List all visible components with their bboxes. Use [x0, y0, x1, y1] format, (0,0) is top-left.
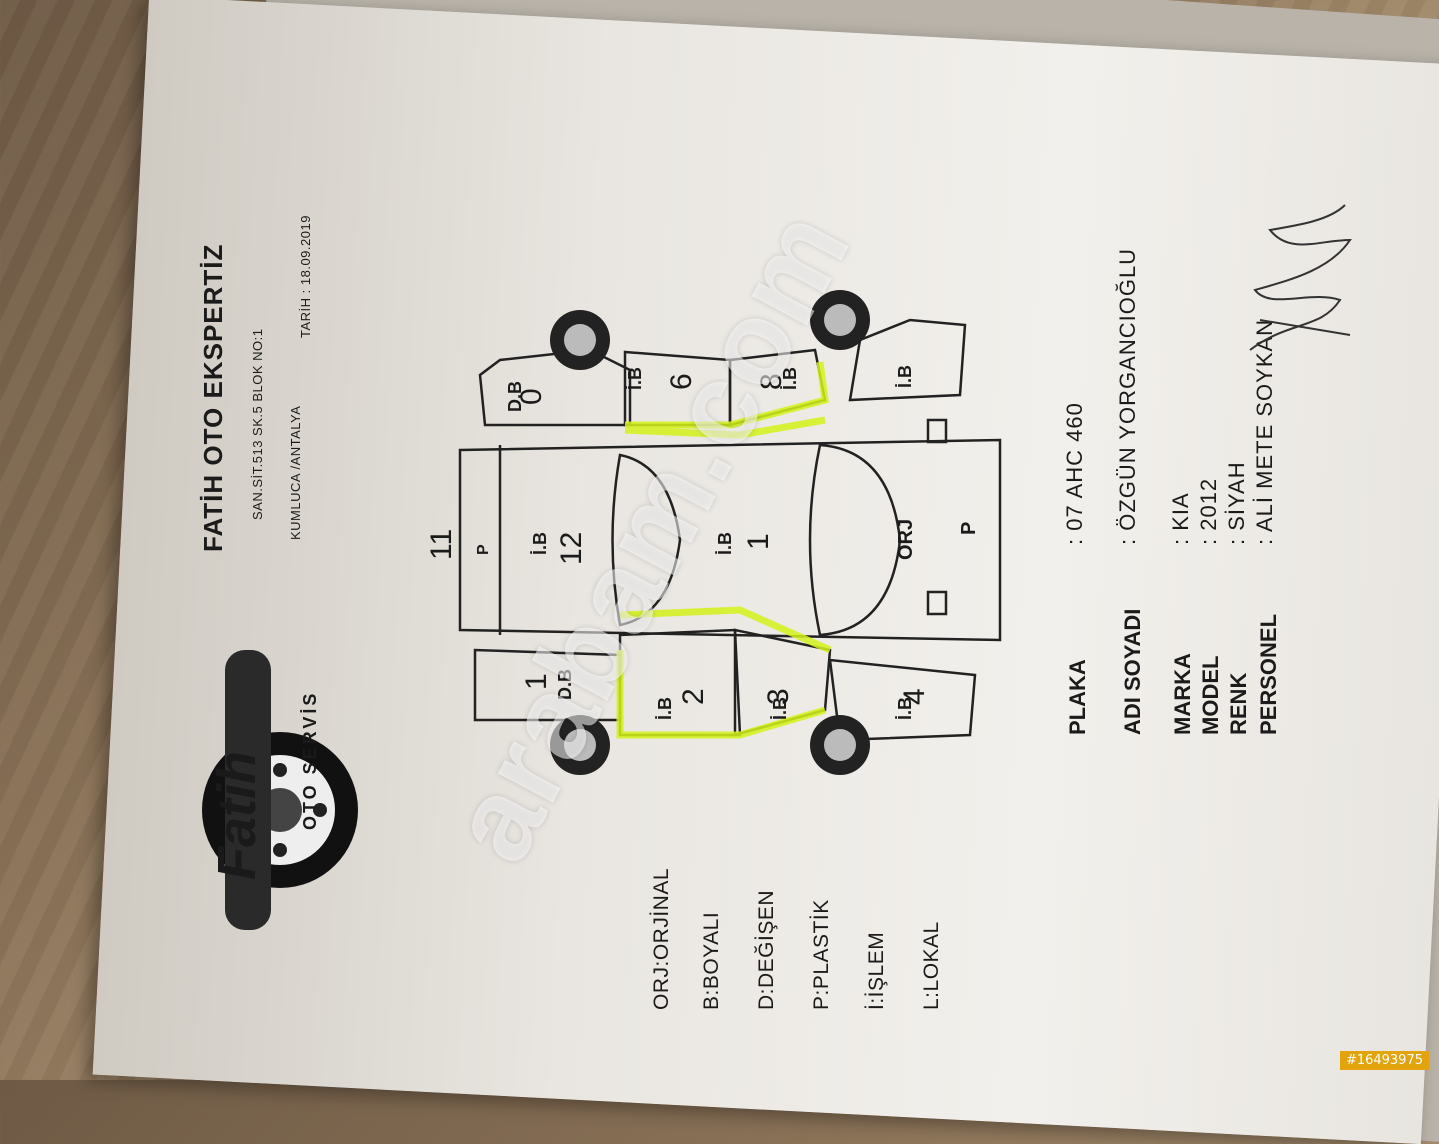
panel-front-fender-right [478, 348, 632, 427]
mark-panel-2-note: İ.B [655, 696, 675, 720]
legend-lokal: L:LOKAL [920, 921, 943, 1010]
mark-panel-0: 0 [515, 388, 548, 405]
report-date: TARİH : 18.09.2019 [298, 215, 313, 338]
rear-lamp-right [926, 418, 948, 444]
mark-trunk-orjinal: ORJ [895, 518, 917, 560]
panel-rear-fender-left [828, 658, 977, 742]
car-damage-diagram [458, 290, 1002, 775]
rear-lamp-left [926, 590, 948, 616]
windshield [611, 453, 682, 627]
panel-rear-fender-right [848, 318, 967, 402]
report-location: KUMLUCA /ANTALYA [288, 405, 303, 540]
info-label-plaka: PLAKA [1065, 659, 1090, 735]
rear-window [808, 443, 902, 637]
report-address: SAN.SİT.513 SK.5 BLOK NO:1 [250, 328, 265, 520]
legend-degisen: D:DEĞİŞEN [755, 889, 778, 1010]
mark-panel-6-note: İ.B [625, 366, 645, 390]
info-value-model: : 2012 [1196, 477, 1221, 545]
legend-plastik: P:PLASTİK [810, 899, 833, 1010]
info-value-plaka: : 07 AHC 460 [1062, 402, 1087, 545]
info-label-model: MODEL [1198, 655, 1223, 735]
legend-orjinal: ORJ:ORJİNAL [650, 867, 673, 1010]
wrench-icon [225, 650, 271, 930]
mark-panel-4: 4 [898, 688, 931, 705]
info-value-renk: : SİYAH [1224, 461, 1249, 545]
listing-id-badge: #16493975 [1339, 1051, 1429, 1070]
report-title: FATİH OTO EKSPERTİZ [198, 243, 228, 552]
info-label-marka: MARKA [1170, 653, 1195, 735]
logo-wordmark: Fatih [207, 751, 267, 880]
legend-islem: İ:İŞLEM [865, 931, 888, 1010]
highlight-painted-areas [616, 361, 832, 739]
car-top-view-body [458, 438, 1002, 642]
legend-boyali: B:BOYALI [700, 911, 723, 1010]
mark-panel-12-note: İ.B [530, 531, 550, 555]
mark-panel-2: 2 [677, 688, 710, 705]
info-value-marka: : KIA [1168, 492, 1193, 545]
mark-front-bumper-plastic: P [475, 544, 492, 555]
info-value-adi-soyadi: : ÖZGÜN YORGANCIOĞLU [1115, 247, 1140, 545]
mark-roof: 1 [742, 533, 775, 550]
info-label-personel: PERSONEL [1256, 613, 1281, 735]
mark-rear-bumper-plastic: P [958, 521, 980, 535]
info-label-renk: RENK [1226, 672, 1251, 735]
mark-panel-3: 3 [762, 688, 795, 705]
info-label-adi-soyadi: ADI SOYADI [1120, 608, 1145, 735]
mark-panel-11: 11 [425, 528, 458, 560]
mark-panel-5-note: İ.B [895, 364, 915, 388]
signature [1249, 204, 1352, 351]
fatih-oto-servis-logo [202, 650, 358, 930]
logo-ring-text: OTO SERVİS [300, 690, 320, 830]
